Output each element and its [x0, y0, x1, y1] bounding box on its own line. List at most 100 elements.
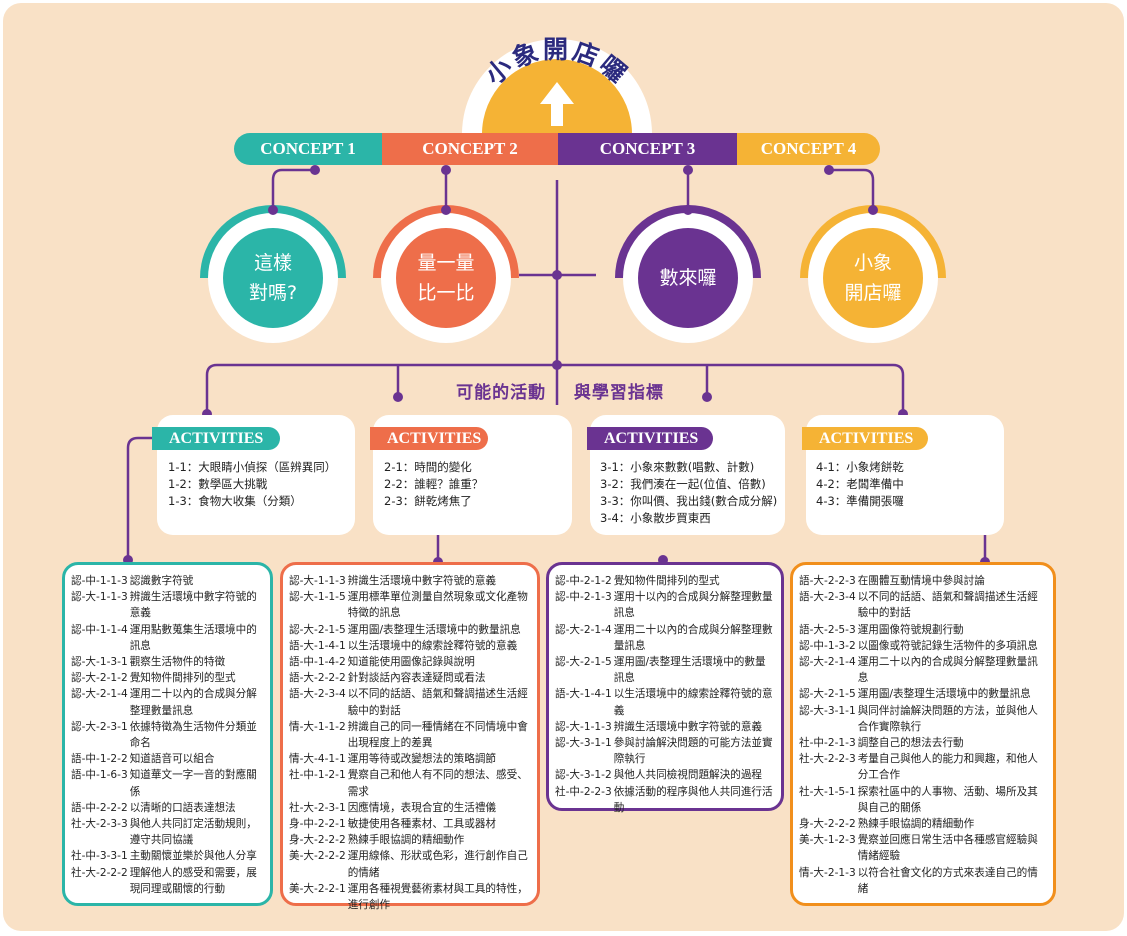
arrow-up-icon — [540, 82, 574, 126]
activity-item: 3-3：你叫價、我出錢(數合成分解) — [600, 494, 778, 508]
indicator-code: 認-大-2-1-5 — [799, 688, 856, 701]
activities-tag-2: ACTIVITIES — [370, 427, 488, 450]
activity-item: 3-4：小象散步買東西 — [600, 511, 711, 525]
indicator-code: 語-中-2-2-2 — [71, 801, 128, 814]
indicator-code: 認-大-2-1-2 — [71, 672, 128, 685]
indicator-code: 認-大-1-1-3 — [71, 591, 128, 604]
activity-item: 4-2：老闆準備中 — [816, 477, 904, 491]
indicator-text: 主動關懷並樂於與他人分享 — [129, 850, 257, 863]
indicator-text: 覺察並回應日常生活中各種感官經驗與情緒經驗 — [857, 834, 1038, 863]
concept-arc — [615, 205, 761, 278]
indicator-code: 社-中-2-2-3 — [555, 785, 612, 798]
indicator-text: 覺知物件間排列的型式 — [129, 672, 236, 685]
indicator-text: 熟練手眼協調的精細動作 — [347, 834, 465, 847]
indicator-code: 社-大-2-3-1 — [289, 801, 346, 814]
indicator-code: 認-大-1-3-1 — [71, 656, 128, 669]
indicator-code: 認-中-2-1-3 — [555, 591, 612, 604]
indicator-text: 熟練手眼協調的精細動作 — [857, 818, 975, 831]
indicator-text: 運用各種視覺藝術素材與工具的特性，進行創作 — [347, 882, 528, 912]
concept-arc — [200, 205, 346, 278]
concept-1-tab[interactable]: CONCEPT 1 — [234, 133, 382, 165]
indicator-text: 運用圖/表整理生活環境中的數量訊息 — [857, 688, 1031, 701]
indicator-text: 觀察生活物件的特徵 — [129, 656, 226, 669]
concept-2-tab[interactable]: CONCEPT 2 — [382, 133, 558, 165]
activity-item: 1-3：食物大收集（分類） — [168, 494, 302, 508]
indicator-text: 以生活環境中的線索詮釋符號的意義 — [347, 639, 518, 652]
indicator-text: 運用標準單位測量自然現象或文化產物特徵的訊息 — [347, 591, 528, 620]
indicator-text: 辨識生活環境中數字符號的意義 — [347, 575, 497, 587]
indicator-text: 以不同的話語、語氣和聲調描述生活經驗中的對話 — [857, 591, 1038, 620]
indicator-text: 與他人共同訂定活動規則，遵守共同協議 — [129, 818, 257, 847]
indicator-code: 語-中-1-6-3 — [71, 769, 128, 782]
activity-item: 2-1：時間的變化 — [384, 460, 472, 474]
indicator-code: 社-大-2-2-3 — [799, 753, 856, 766]
activity-item: 3-2：我們湊在一起(位值、倍數) — [600, 477, 766, 491]
indicator-text: 理解他人的感受和需要，展現同理或關懷的行動 — [129, 866, 257, 895]
activity-item: 1-2：數學區大挑戰 — [168, 477, 268, 491]
section-title-right: 與學習指標 — [573, 383, 664, 403]
concept-4-circle-label: 小象開店囉 — [823, 248, 923, 308]
activity-item: 3-1：小象來數數(唱數、計數) — [600, 460, 755, 474]
concept-3-tab[interactable]: CONCEPT 3 — [558, 133, 737, 165]
indicator-code: 身-大-2-2-2 — [799, 818, 856, 831]
indicator-code: 認-大-1-1-3 — [555, 720, 612, 733]
indicator-code: 認-大-3-1-1 — [555, 737, 612, 750]
indicator-text: 辨識生活環境中數字符號的意義 — [129, 591, 257, 620]
indicator-text: 運用二十以內的合成與分解整理數量訊息 — [129, 688, 257, 717]
concept-circle — [638, 228, 738, 328]
indicator-code: 認-大-3-1-2 — [555, 769, 612, 782]
indicator-text: 以圖像或符號記錄生活物件的多項訊息 — [857, 639, 1038, 652]
indicator-code: 認-大-2-1-4 — [555, 623, 612, 636]
indicator-code: 社-大-1-5-1 — [799, 785, 856, 798]
indicator-code: 社-中-1-2-1 — [289, 769, 346, 782]
activity-item: 1-1：大眼睛小偵探（區辨異同） — [168, 460, 337, 474]
indicator-code: 認-中-1-1-4 — [71, 623, 128, 636]
concept-arc — [373, 205, 519, 278]
indicator-code: 認-中-1-3-2 — [799, 639, 856, 652]
indicator-code: 語-大-2-3-4 — [799, 591, 856, 604]
concept-arc — [800, 205, 946, 278]
activity-item: 2-2：誰輕？誰重？ — [384, 477, 484, 491]
circle-line: 開店囉 — [844, 282, 902, 304]
indicator-code: 情-大-2-1-3 — [799, 866, 856, 879]
concept-1-circle-label: 這樣對嗎? — [223, 248, 323, 308]
circle-line: 量一量 — [417, 252, 475, 274]
circle-line: 小象 — [853, 252, 892, 274]
circle-line: 對嗎? — [248, 282, 298, 304]
indicator-text: 依據特徵為生活物件分類並命名 — [129, 720, 257, 750]
section-title: 可能的活動 與學習指標 — [440, 378, 680, 403]
indicator-text: 知道華文一字一音的對應關係 — [129, 769, 257, 798]
indicator-text: 敏捷使用各種素材、工具或器材 — [347, 818, 497, 831]
indicator-text: 覺察自己和他人有不同的想法、感受、需求 — [347, 769, 528, 798]
indicator-text: 運用二十以內的合成與分解整理數量訊息 — [613, 623, 773, 652]
indicator-code: 社-中-2-1-3 — [799, 737, 856, 750]
indicator-text: 覺知物件間排列的型式 — [613, 575, 720, 587]
activities-tag-1: ACTIVITIES — [152, 427, 280, 450]
circle-line: 這樣 — [253, 252, 292, 274]
concept-4-tab[interactable]: CONCEPT 4 — [737, 133, 880, 165]
